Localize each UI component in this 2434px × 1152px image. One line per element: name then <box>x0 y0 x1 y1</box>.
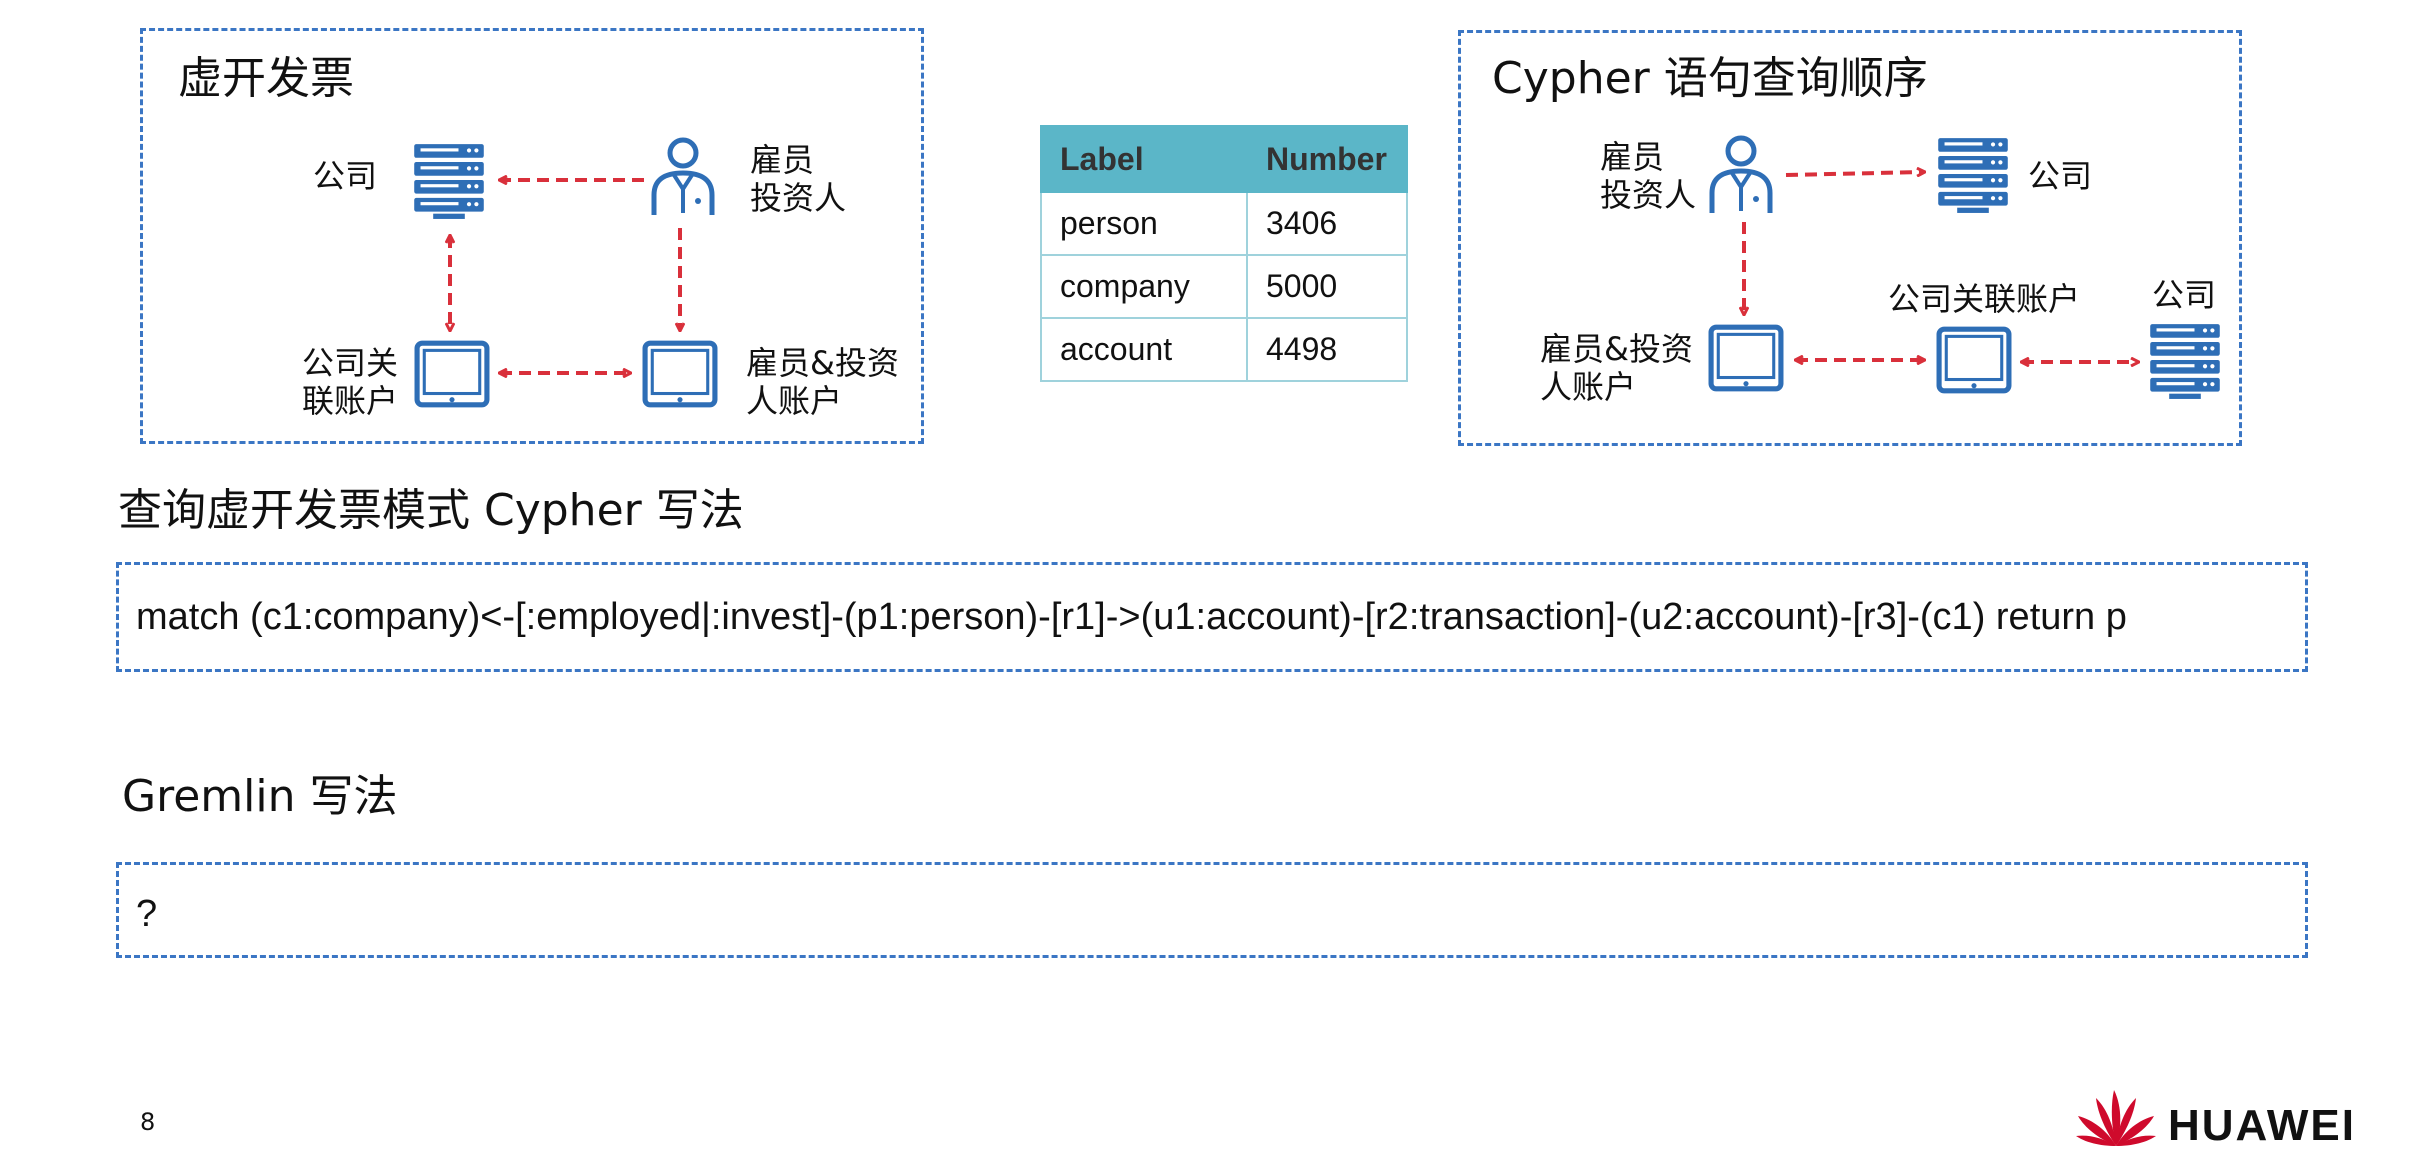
table-cell: person <box>1040 191 1248 256</box>
investor-label: 投资人 <box>1600 176 1697 214</box>
company-label: 公司 <box>313 157 378 195</box>
company-label-right: 公司 <box>2152 276 2217 314</box>
cypher-code-box <box>116 562 2308 672</box>
cypher-order-title: Cypher 语句查询顺序 <box>1492 53 1928 104</box>
company-account-label: 公司关联账户 <box>1888 280 2081 318</box>
table-cell: 3406 <box>1246 191 1408 256</box>
company-label: 公司 <box>2028 157 2093 195</box>
label-count-table: Label Number person 3406 company 5000 ac… <box>1040 125 1408 382</box>
arrow-person-to-company <box>1785 172 1924 175</box>
table-cell: account <box>1040 317 1248 382</box>
cypher-order-diagram <box>1458 30 2242 446</box>
table-cell: 5000 <box>1246 254 1408 319</box>
gremlin-code: ? <box>136 893 158 935</box>
fraud-invoice-diagram <box>140 28 924 444</box>
company-account-label-2: 联账户 <box>302 382 399 420</box>
employee-label: 雇员 <box>750 141 815 179</box>
table-header-label: Label <box>1040 125 1248 193</box>
table-cell: 4498 <box>1246 317 1408 382</box>
table-header-number: Number <box>1246 125 1408 193</box>
gremlin-code-box <box>116 862 2308 958</box>
table-row: account 4498 <box>1040 317 1408 382</box>
gremlin-heading: Gremlin 写法 <box>122 771 398 822</box>
cypher-heading: 查询虚开发票模式 Cypher 写法 <box>118 485 744 536</box>
employee-account-label-2: 人账户 <box>746 382 843 420</box>
table-cell: company <box>1040 254 1248 319</box>
fraud-invoice-title: 虚开发票 <box>178 53 354 104</box>
employee-account-label: 雇员&投资 <box>746 344 899 382</box>
cypher-code: match (c1:company)<-[:employed|:invest]-… <box>136 596 2127 638</box>
table-row: company 5000 <box>1040 254 1408 319</box>
investor-label: 投资人 <box>750 179 847 217</box>
huawei-logo <box>2076 1090 2156 1146</box>
company-account-label: 公司关 <box>302 344 399 382</box>
employee-label: 雇员 <box>1600 138 1665 176</box>
employee-account-label: 雇员&投资 <box>1540 330 1693 368</box>
table-row: person 3406 <box>1040 191 1408 256</box>
brand-name: HUAWEI <box>2168 1101 2356 1150</box>
page-number: 8 <box>140 1108 156 1136</box>
employee-account-label-2: 人账户 <box>1540 368 1637 406</box>
